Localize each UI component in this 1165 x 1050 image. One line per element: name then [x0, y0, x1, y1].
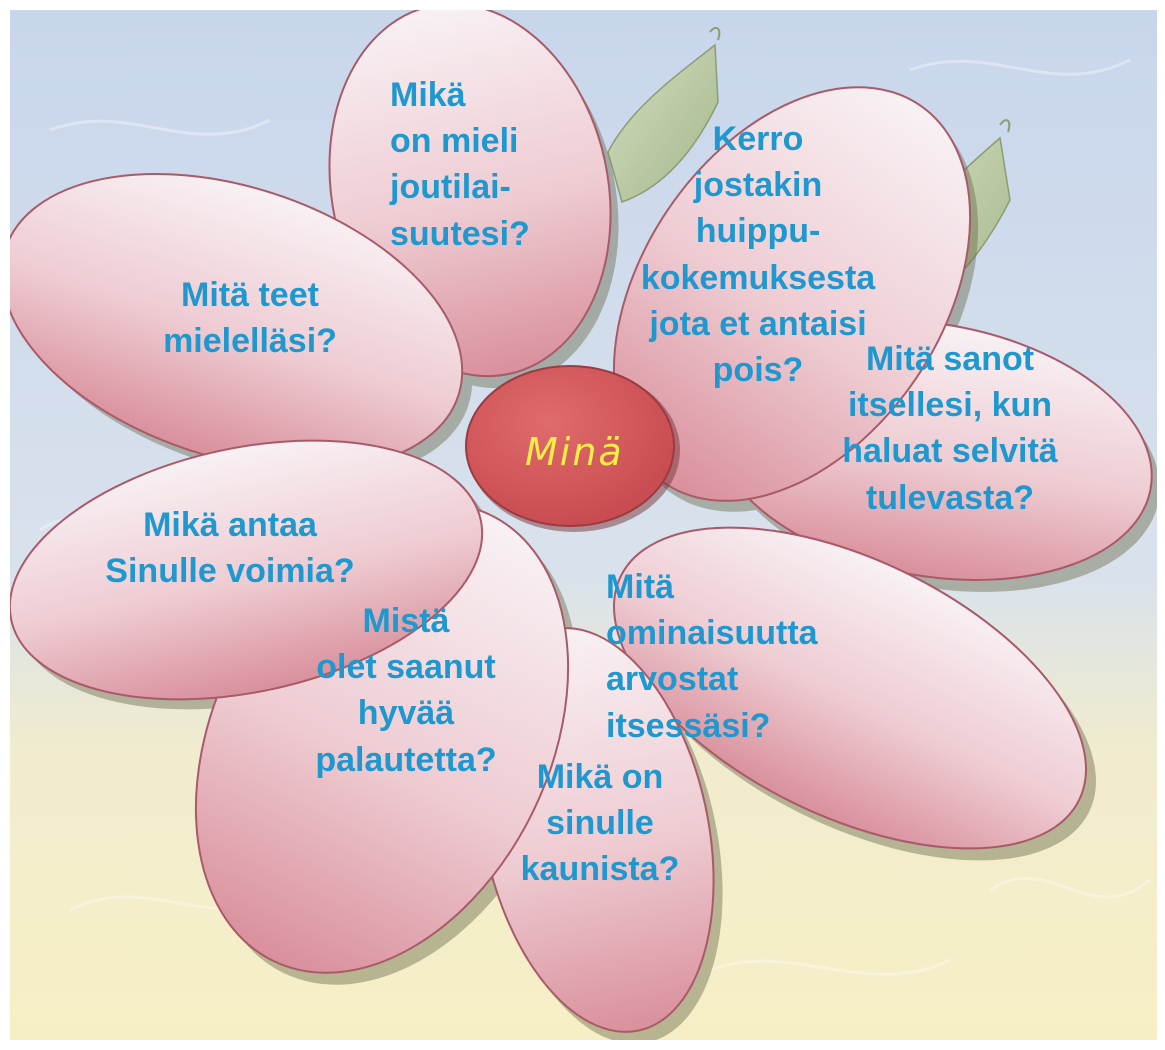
petal-text-top: Mikä on mieli joutilai- suutesi? — [390, 72, 630, 257]
petal-text-right: Mitä sanot itsellesi, kun haluat selvitä… — [790, 336, 1110, 521]
petal-text-upper-left: Mitä teet mielelläsi? — [130, 272, 370, 364]
flower-diagram: Minä Mikä on mieli joutilai- suutesi? Ke… — [10, 10, 1157, 1040]
petal-text-lower-right: Mitä ominaisuutta arvostat itsessäsi? — [606, 564, 966, 749]
center-label: Minä — [525, 430, 624, 474]
petal-text-bottom: Mikä on sinulle kaunista? — [510, 754, 690, 893]
petal-text-lower-left: Mistä olet saanut hyvää palautetta? — [286, 598, 526, 783]
petal-text-left: Mikä antaa Sinulle voimia? — [80, 502, 380, 594]
